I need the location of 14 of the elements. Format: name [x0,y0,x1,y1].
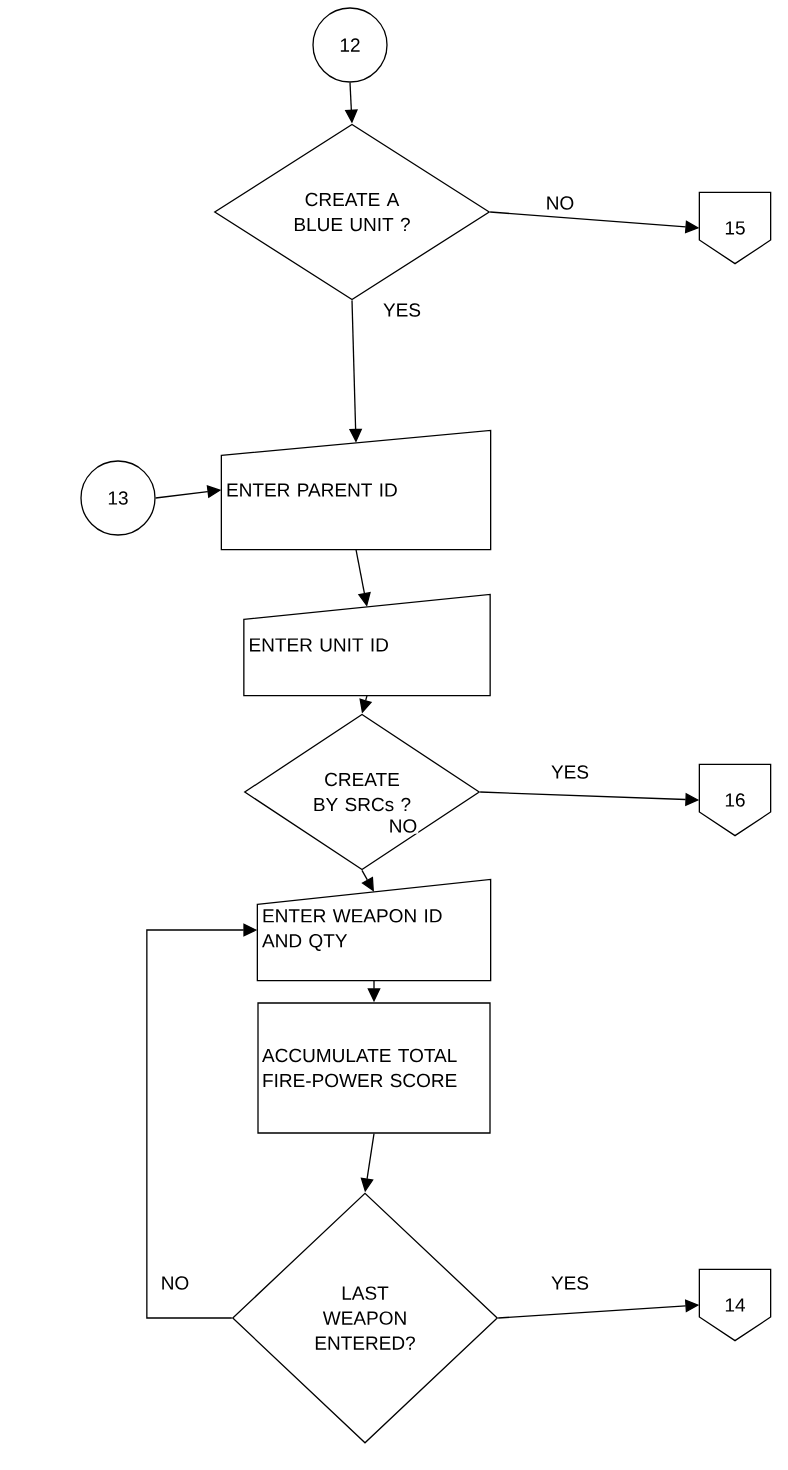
off-page-connector: 14 [698,1268,772,1342]
off-page-connector: 15 [698,191,772,265]
arrow [361,869,374,892]
process-box: ACCUMULATE TOTAL FIRE-POWER SCORE [257,1002,491,1134]
input-box: ENTER PARENT ID [220,429,492,551]
edge-label: NO [159,1275,191,1291]
edge-label: NO [544,195,576,211]
edge-label: YES [550,1275,590,1291]
edge-label: YES [550,764,590,780]
edge-label: NO [387,818,419,834]
off-page-connector: 16 [698,763,772,837]
input-box: ENTER UNIT ID [243,593,491,697]
input-box: ENTER WEAPON ID AND QTY [256,878,492,982]
edge-label: YES [382,302,422,318]
